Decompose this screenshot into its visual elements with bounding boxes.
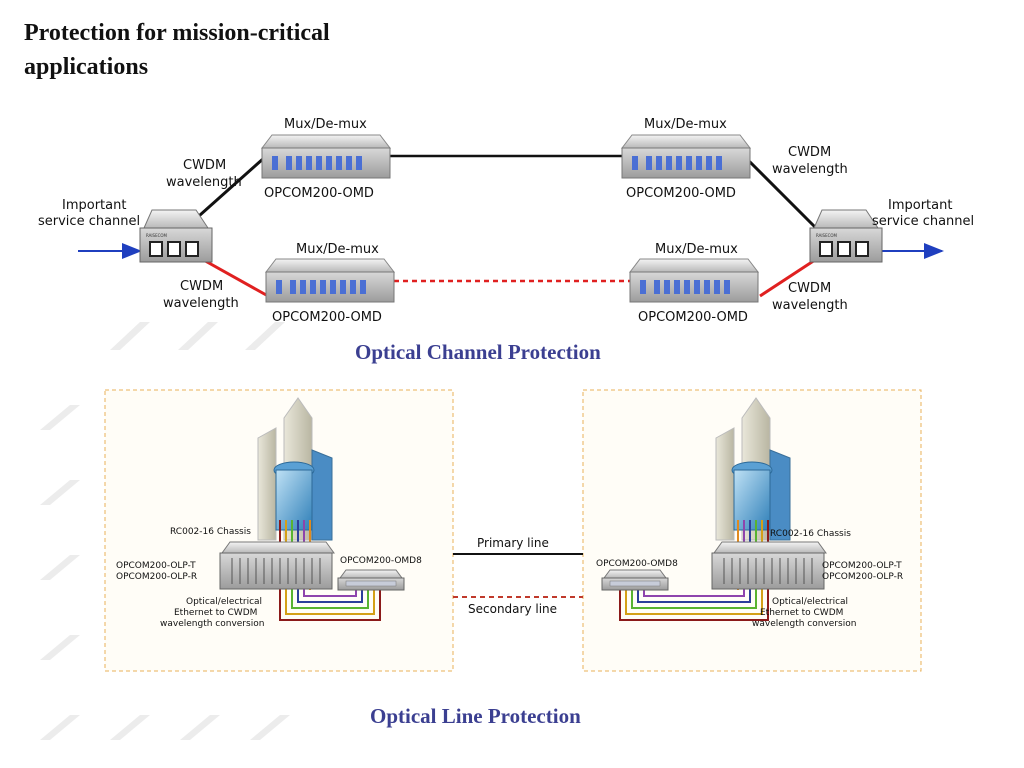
right-chassis-label: RC002-16 Chassis — [770, 529, 851, 539]
omd-label-bottom-right: OPCOM200-OMD — [638, 310, 748, 325]
svg-text:RAISECOM: RAISECOM — [816, 233, 838, 238]
omd-label-top-left: OPCOM200-OMD — [264, 186, 374, 201]
primary-line-label: Primary line — [477, 536, 549, 550]
mux-label-bottom-left: Mux/De-mux — [296, 242, 379, 257]
right-chassis — [711, 541, 827, 590]
mux-label-top-left: Mux/De-mux — [284, 117, 367, 132]
omd-label-bottom-left: OPCOM200-OMD — [272, 310, 382, 325]
left-buildings — [257, 397, 333, 541]
omd-unit-top-left — [260, 134, 392, 179]
secondary-fiber-left — [199, 256, 269, 298]
secondary-fiber-right — [759, 256, 819, 298]
left-omd8-unit — [337, 569, 405, 591]
omd-label-top-right: OPCOM200-OMD — [626, 186, 736, 201]
watermark-shapes — [40, 322, 290, 740]
right-olp-r-label: OPCOM200-OLP-R — [822, 572, 903, 582]
optical-line-protection-diagram: Primary line Secondary line — [104, 389, 922, 672]
left-omd8-label: OPCOM200-OMD8 — [340, 556, 422, 566]
optical-line-protection-caption: Optical Line Protection — [370, 704, 581, 728]
left-chassis-label: RC002-16 Chassis — [170, 527, 251, 537]
omd-unit-top-right — [620, 134, 752, 179]
left-olp-t-label: OPCOM200-OLP-T — [116, 561, 196, 571]
slide-title: Protection for mission-critical applicat… — [24, 20, 330, 80]
mux-label-top-right: Mux/De-mux — [644, 117, 727, 132]
left-chassis — [219, 541, 335, 590]
right-omd8-label: OPCOM200-OMD8 — [596, 559, 678, 569]
omd-unit-bottom-right — [628, 258, 760, 303]
right-buildings — [715, 397, 791, 541]
right-olp-t-label: OPCOM200-OLP-T — [822, 561, 902, 571]
left-olp-r-label: OPCOM200-OLP-R — [116, 572, 197, 582]
optical-channel-protection-diagram: RAISECOM RAISECOM — [38, 117, 974, 325]
right-omd8-unit — [601, 569, 669, 591]
omd-unit-bottom-left — [264, 258, 396, 303]
mux-label-bottom-right: Mux/De-mux — [655, 242, 738, 257]
left-small-device: RAISECOM — [139, 209, 213, 263]
optical-channel-protection-caption: Optical Channel Protection — [355, 340, 601, 364]
svg-text:RAISECOM: RAISECOM — [146, 233, 168, 238]
secondary-line-label: Secondary line — [468, 602, 557, 616]
right-small-device: RAISECOM — [809, 209, 883, 263]
